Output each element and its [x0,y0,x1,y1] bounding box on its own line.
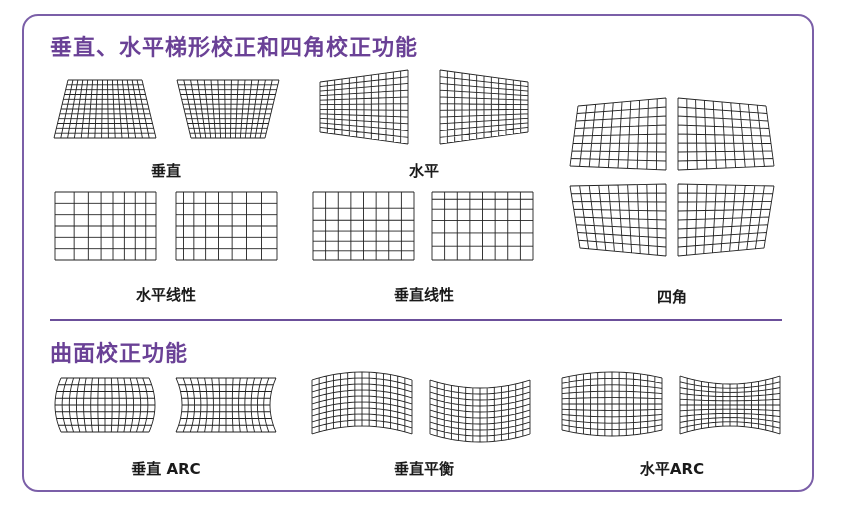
section-divider [50,319,782,321]
label-horizontal-arc: 水平ARC [639,460,705,478]
vertical-balance-grid-b [429,379,531,443]
vertical-linear-grid-a [312,191,415,261]
vertical-balance-grid-a [311,371,413,435]
vertical-keystone-grid-a [53,79,157,139]
label-horizontal: 水平 [408,162,440,180]
label-vertical-linear: 垂直线性 [393,286,455,304]
four-corner-grid-br [677,183,775,257]
four-corner-grid-tr [677,97,775,171]
keystone-section-title: 垂直、水平梯形校正和四角校正功能 [50,36,419,61]
vertical-arc-grid-a [54,377,156,433]
horizontal-keystone-grid-b [439,69,529,145]
outer-frame [22,14,814,492]
curved-section-title: 曲面校正功能 [50,342,189,367]
four-corner-grid-tl [569,97,667,171]
horizontal-arc-grid-b [679,375,781,435]
horizontal-keystone-grid-a [319,69,409,145]
label-four-corner: 四角 [656,288,688,306]
horizontal-arc-grid-a [561,371,663,437]
vertical-arc-grid-b [175,377,277,433]
label-vertical: 垂直 [150,162,182,180]
label-vertical-balance: 垂直平衡 [393,460,455,478]
label-horizontal-linear: 水平线性 [135,286,197,304]
vertical-linear-grid-b [431,191,534,261]
horizontal-linear-grid-a [54,191,157,261]
horizontal-linear-grid-b [175,191,278,261]
vertical-keystone-grid-b [176,79,280,139]
label-vertical-arc: 垂直 ARC [131,460,201,478]
four-corner-grid-bl [569,183,667,257]
